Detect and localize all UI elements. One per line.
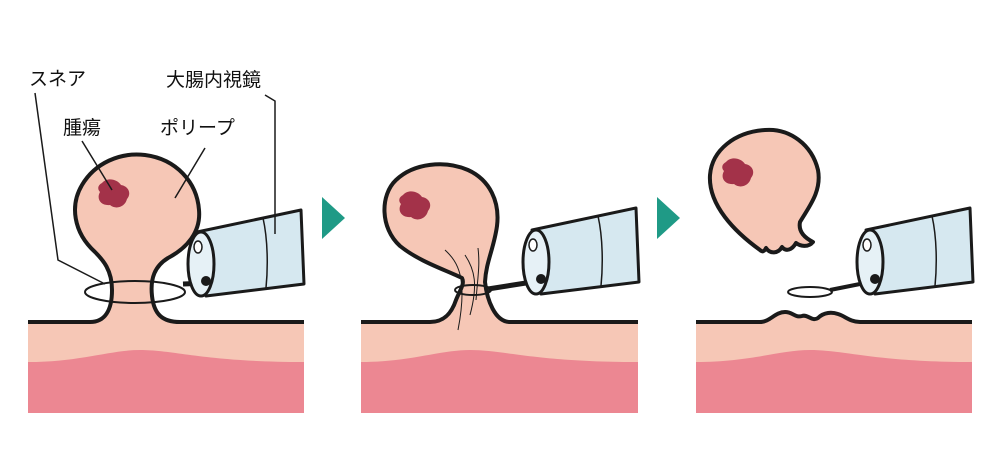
leader-snare bbox=[34, 92, 106, 285]
endoscope bbox=[521, 206, 641, 296]
detached-polyp bbox=[707, 127, 821, 255]
endoscope bbox=[855, 206, 975, 296]
panel-1: スネア 大腸内視鏡 腫瘍 ポリープ bbox=[28, 68, 306, 413]
leader-polyp bbox=[174, 147, 206, 199]
resection-site bbox=[696, 310, 972, 324]
muscle-layer bbox=[361, 350, 638, 413]
tumor bbox=[722, 158, 754, 187]
tumor bbox=[399, 191, 431, 220]
panel-3 bbox=[696, 127, 975, 413]
snare-loop bbox=[84, 280, 186, 304]
panel-2 bbox=[361, 162, 641, 413]
muscle-layer bbox=[696, 350, 972, 413]
tumor bbox=[98, 179, 130, 208]
polyp bbox=[361, 162, 638, 324]
label-polyp: ポリープ bbox=[160, 117, 235, 139]
label-snare: スネア bbox=[29, 68, 86, 90]
label-endoscope: 大腸内視鏡 bbox=[166, 69, 261, 91]
next-step-arrow bbox=[657, 197, 680, 239]
endoscope bbox=[186, 208, 306, 298]
next-step-arrow bbox=[322, 197, 345, 239]
muscle-layer bbox=[28, 350, 304, 413]
snare-loop bbox=[787, 286, 833, 298]
leader-endoscope bbox=[264, 94, 276, 234]
leader-tumor bbox=[81, 140, 113, 191]
label-tumor: 腫瘍 bbox=[63, 117, 101, 139]
